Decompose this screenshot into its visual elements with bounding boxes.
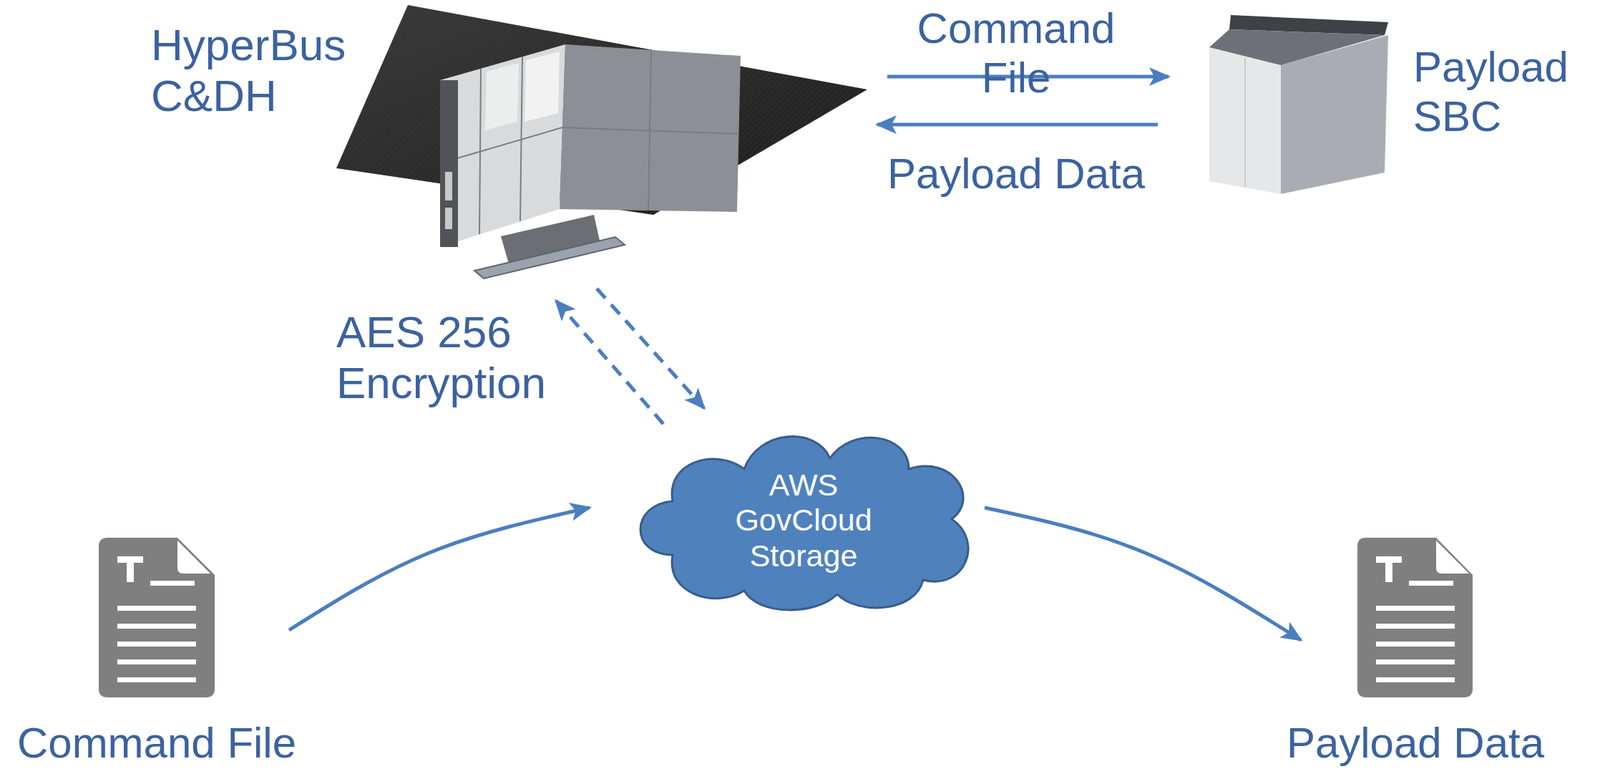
text-line bbox=[150, 580, 195, 586]
cube-left-face bbox=[1209, 47, 1281, 194]
document-node: Command File bbox=[98, 537, 215, 697]
cube-shape bbox=[1209, 15, 1389, 194]
node-heading: HyperBus C&DH bbox=[150, 19, 373, 122]
solar-panel bbox=[336, 5, 868, 215]
document-outline bbox=[98, 537, 215, 697]
doc-shape bbox=[1357, 537, 1473, 697]
module-front bbox=[524, 51, 560, 122]
hyperbus-satellite bbox=[336, 5, 868, 279]
edge-label: Command File bbox=[880, 3, 1153, 103]
module-front bbox=[485, 62, 519, 131]
edge-label: Payload Data bbox=[880, 148, 1153, 199]
text-line bbox=[1376, 659, 1455, 665]
node-heading: Payload SBC bbox=[1413, 42, 1593, 141]
text-line bbox=[117, 641, 197, 647]
text-line bbox=[117, 605, 197, 611]
cloud-outline bbox=[640, 436, 969, 610]
doc-shape bbox=[98, 537, 215, 697]
connector-arrow bbox=[555, 300, 664, 424]
t-glyph-stem bbox=[1385, 555, 1393, 582]
bus-top-face bbox=[559, 44, 741, 212]
module-seams bbox=[440, 50, 740, 234]
text-line bbox=[1376, 605, 1455, 611]
satellite-node: HyperBus C&DH bbox=[329, 3, 881, 283]
connector-arrow bbox=[596, 288, 705, 408]
bus-side bbox=[440, 80, 458, 247]
cube-lid bbox=[1209, 29, 1385, 66]
text-line bbox=[117, 623, 197, 629]
solar-panel-texture bbox=[336, 5, 868, 215]
text-line bbox=[1376, 676, 1455, 682]
text-line bbox=[1376, 623, 1455, 629]
document-fold bbox=[1436, 540, 1470, 574]
encryption-label: AES 256 Encryption bbox=[336, 306, 573, 409]
payload-sbc-node: Payload SBC bbox=[1209, 15, 1389, 194]
document-outline bbox=[1357, 537, 1473, 697]
bus-port bbox=[445, 207, 453, 229]
connector-arrow bbox=[984, 507, 1301, 640]
connector-arrow bbox=[877, 123, 1158, 127]
cloud-node: AWS GovCloud Storage bbox=[622, 418, 985, 619]
drawing-part bbox=[562, 127, 740, 134]
document-label: Payload Data bbox=[1265, 717, 1566, 768]
text-line bbox=[117, 659, 197, 665]
connector-arrow bbox=[289, 507, 590, 630]
text-line bbox=[1376, 641, 1455, 647]
t-glyph-stem bbox=[126, 555, 134, 582]
antenna-plate bbox=[474, 236, 625, 279]
text-line bbox=[117, 676, 197, 682]
document-label: Command File bbox=[6, 717, 307, 768]
text-line bbox=[1408, 580, 1454, 586]
bus-port bbox=[445, 171, 453, 201]
cube-seam bbox=[1244, 57, 1246, 187]
bus-front-face bbox=[440, 44, 566, 247]
document-node: Payload Data bbox=[1357, 537, 1473, 697]
cloud-label: AWS GovCloud Storage bbox=[721, 467, 886, 574]
drawing-part bbox=[440, 127, 563, 164]
document-fold bbox=[177, 540, 211, 574]
